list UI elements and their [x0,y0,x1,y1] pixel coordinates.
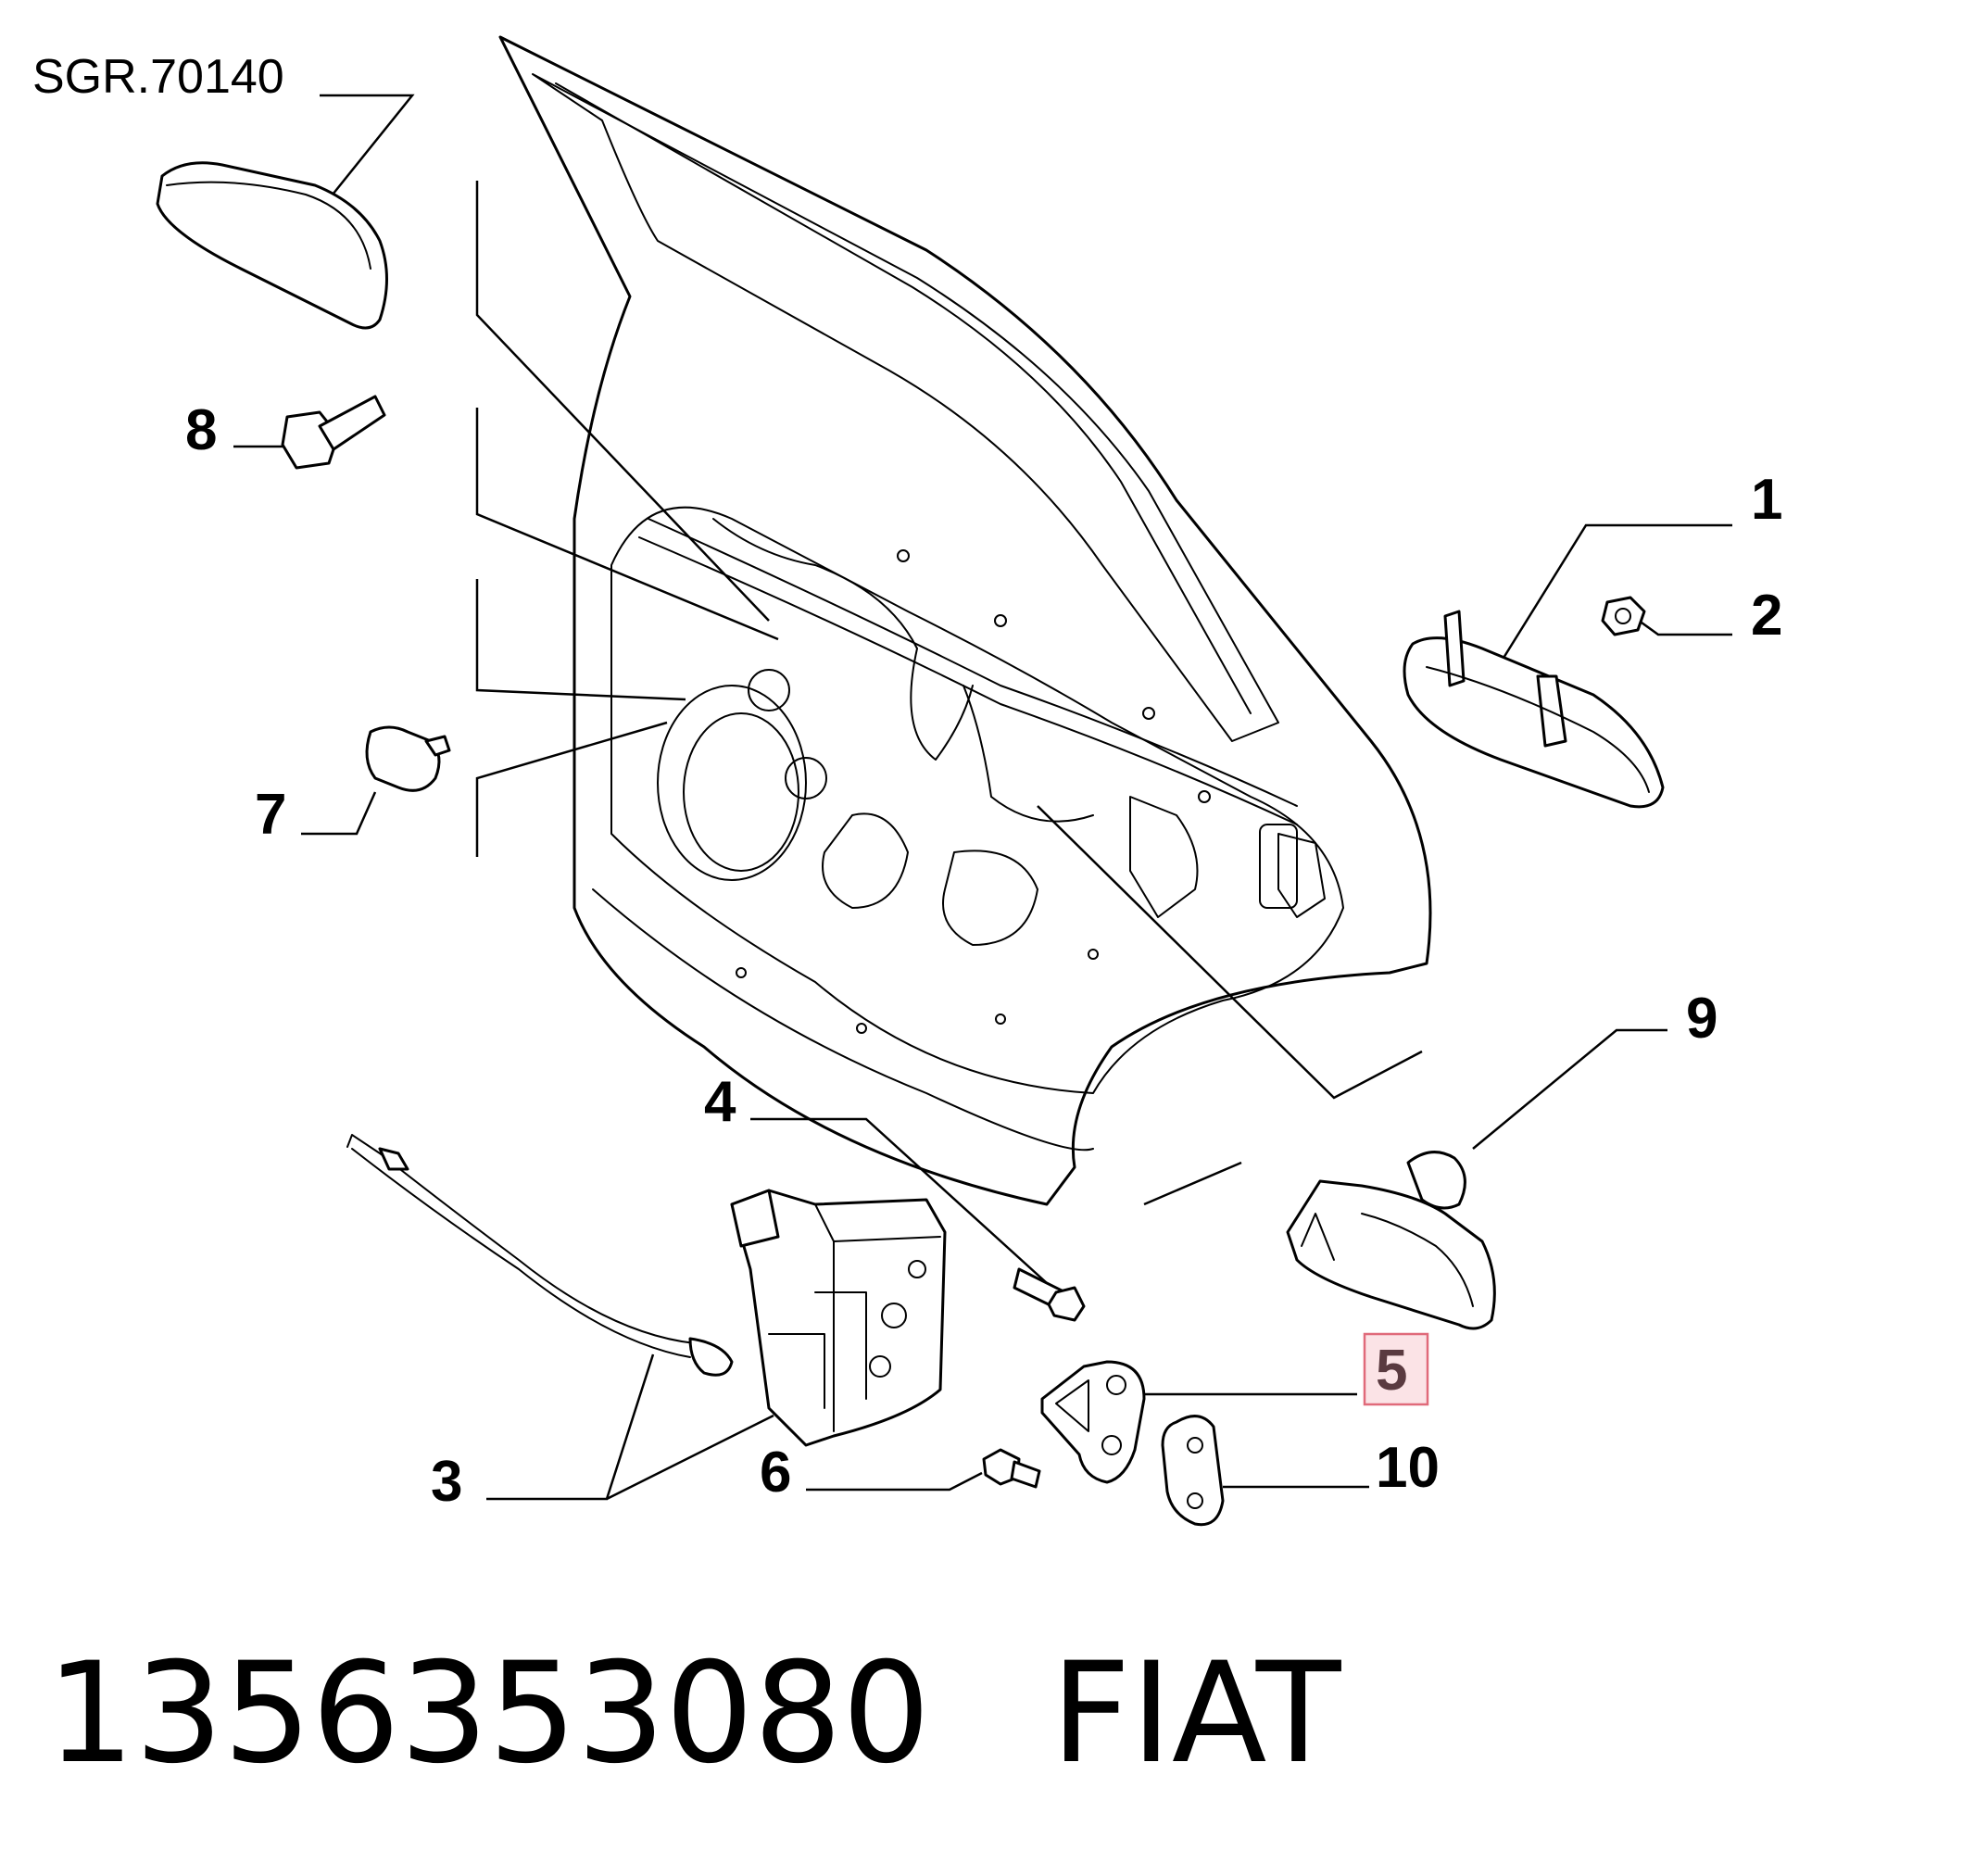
callout-3: 3 [431,1450,462,1514]
callout-5-highlight-box [1363,1332,1429,1406]
part-number-caption: 1356353080 FIAT [46,1630,1945,1797]
brand-name: FIAT [1051,1633,1341,1794]
item-5-striker-plate: 5 [1040,1332,1429,1484]
item-6-screw: 6 [760,1441,1041,1504]
item-1-outer-handle: 1 [1403,468,1782,809]
door-panel [498,35,1432,1206]
callout-1: 1 [1751,468,1782,532]
door-lock-mechanism [730,1189,947,1447]
callout-8: 8 [185,398,217,462]
inner-handle-trim [156,94,415,330]
item-7-clip: 7 [255,725,451,847]
door-leader-lines [475,181,1423,1206]
reference-code: SGR.70140 [32,50,284,104]
item-4-bolt: 4 [704,1070,1086,1322]
item-2-nut: 2 [1601,584,1782,648]
item-3-cable: 3 [346,1134,774,1514]
item-9-inner-handle: 9 [1286,987,1717,1330]
callout-5: 5 [1376,1339,1407,1403]
callout-10: 10 [1376,1436,1440,1500]
callout-6: 6 [760,1441,791,1504]
callout-2: 2 [1751,584,1782,648]
callout-4: 4 [704,1070,736,1134]
callout-7: 7 [255,783,286,847]
callout-9: 9 [1686,987,1717,1051]
item-10-backing-plate: 10 [1161,1415,1440,1527]
item-8-bolt: 8 [185,395,386,470]
part-number: 1356353080 [46,1633,931,1794]
